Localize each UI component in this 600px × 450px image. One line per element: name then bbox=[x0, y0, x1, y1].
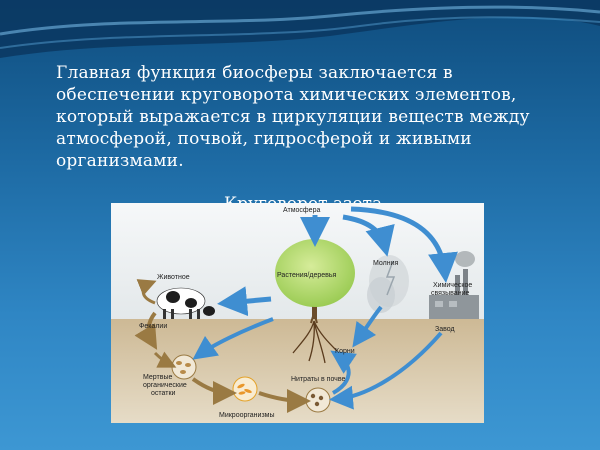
label-dead-remains-3: остатки bbox=[151, 390, 176, 397]
arrow-animal-loop bbox=[136, 279, 157, 305]
label-roots: Корни bbox=[335, 348, 355, 355]
soil-area bbox=[111, 319, 484, 423]
dead-remains-icon bbox=[171, 354, 197, 380]
label-plants: Растения/деревья bbox=[277, 272, 336, 279]
factory-icon bbox=[429, 251, 479, 319]
label-lightning: Молния bbox=[373, 260, 399, 267]
cow-icon bbox=[156, 287, 215, 319]
label-animal: Животное bbox=[157, 274, 190, 281]
arrow-atmosphere-to-factory bbox=[350, 206, 458, 283]
label-chemical-binding-1: Химическое bbox=[433, 282, 472, 289]
arrow-remains-to-microorganisms bbox=[191, 377, 237, 405]
microorganisms-icon bbox=[232, 376, 258, 402]
arrow-lightning-to-soil bbox=[352, 305, 383, 348]
label-nitrates: Нитраты в почве bbox=[291, 376, 345, 383]
slide-body-text: Главная функция биосферы заключается в о… bbox=[56, 63, 530, 171]
arrow-microorganisms-to-nitrates bbox=[258, 388, 311, 413]
label-feces: Фекалии bbox=[139, 323, 167, 330]
label-dead-remains-1: Мертвые bbox=[143, 374, 172, 381]
nitrates-icon bbox=[305, 387, 331, 413]
diagram-title: Круговорот азота bbox=[224, 193, 404, 203]
arrow-animal-to-feces bbox=[134, 311, 158, 350]
tree-icon bbox=[275, 239, 355, 364]
arrow-factory-to-nitrates bbox=[329, 331, 443, 410]
nitrogen-cycle-diagram: Атмосфера Молния Химическое связывание Р… bbox=[111, 203, 484, 423]
arrow-atmosphere-to-lightning bbox=[342, 214, 395, 257]
label-microorganisms: Микроорганизмы bbox=[219, 412, 275, 419]
lightning-cloud-icon bbox=[367, 255, 409, 313]
label-atmosphere: Атмосфера bbox=[283, 207, 320, 214]
arrow-tree-to-animal bbox=[217, 286, 272, 317]
label-chemical-binding-2: связывание bbox=[431, 290, 469, 297]
arrow-feces-to-remains bbox=[153, 351, 177, 368]
label-factory: Завод bbox=[435, 326, 455, 333]
label-dead-remains-2: органические bbox=[143, 382, 187, 389]
arrow-tree-to-remains bbox=[192, 317, 274, 360]
